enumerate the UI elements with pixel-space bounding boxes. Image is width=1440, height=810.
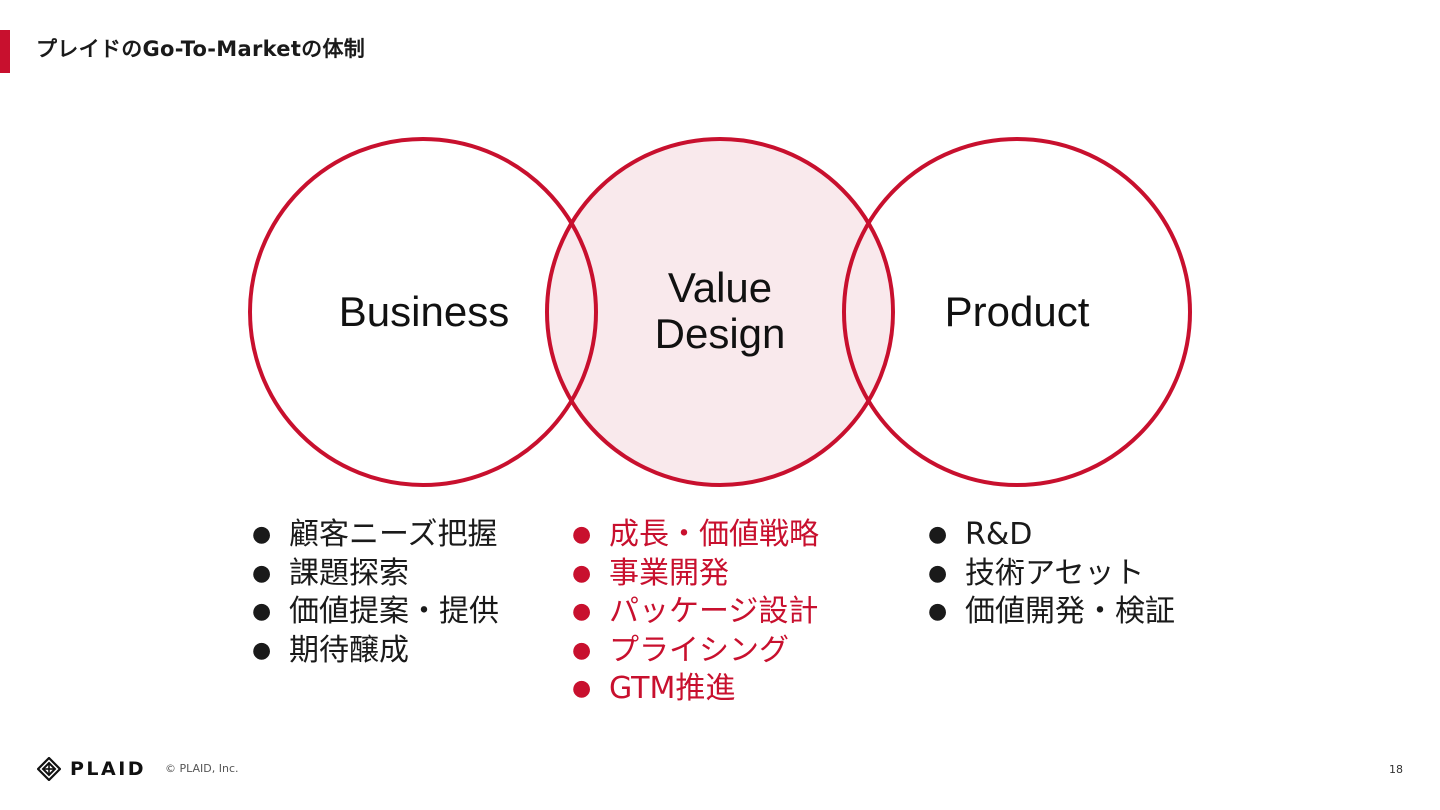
list-item-text: 事業開発: [609, 555, 729, 591]
list-item-text: 技術アセット: [965, 555, 1145, 591]
list-item: ● 事業開発: [572, 555, 819, 594]
page-number: 18: [1389, 763, 1403, 776]
circle-label-product: Product: [944, 288, 1090, 335]
circle-label-business: Business: [338, 288, 510, 335]
list-item: ● 価値開発・検証: [928, 593, 1175, 632]
list-item-text: R&D: [965, 517, 1033, 552]
bullet-icon: ●: [572, 637, 592, 663]
bullet-icon: ●: [928, 522, 948, 547]
list-item-text: パッケージ設計: [609, 594, 819, 629]
list-item: ● 顧客ニーズ把握: [252, 516, 499, 555]
copyright: © PLAID, Inc.: [165, 762, 239, 775]
plaid-diamond-icon: [37, 757, 61, 781]
bullet-icon: ●: [928, 599, 948, 624]
circle-label-value-line1: Value: [667, 264, 773, 311]
business-list: ● 顧客ニーズ把握 ● 課題探索 ● 価値提案・提供 ● 期待醸成: [252, 516, 499, 670]
title-accent-bar: [0, 30, 10, 73]
bullet-icon: ●: [252, 522, 272, 547]
product-list: ● R&D ● 技術アセット ● 価値開発・検証: [928, 516, 1175, 632]
bullet-icon: ●: [572, 676, 592, 701]
list-item: ● 課題探索: [252, 555, 499, 594]
bullet-icon: ●: [572, 560, 592, 586]
circle-product: [842, 137, 1192, 487]
plaid-logo: PLAID: [37, 757, 146, 781]
value-design-list: ● 成長・価値戦略 ● 事業開発 ● パッケージ設計 ● プライシング ● GTM推進: [572, 516, 819, 709]
circle-value-design: [545, 137, 895, 487]
list-item: ● GTM推進: [572, 670, 819, 709]
bullet-icon: ●: [252, 560, 272, 586]
bullet-icon: ●: [928, 560, 948, 586]
bullet-icon: ●: [252, 637, 272, 663]
list-item-text: 期待醸成: [289, 632, 409, 668]
list-item: ● 期待醸成: [252, 632, 499, 671]
logo-text: PLAID: [70, 758, 147, 780]
list-item-text: 価値開発・検証: [965, 594, 1175, 629]
list-item-text: プライシング: [609, 632, 789, 668]
list-item: ● 成長・価値戦略: [572, 516, 819, 555]
page-title: プレイドのGo-To-Marketの体制: [36, 37, 366, 61]
circle-business: [248, 137, 598, 487]
list-item: ● プライシング: [572, 632, 819, 671]
bullet-icon: ●: [572, 599, 592, 624]
list-item-text: 課題探索: [289, 555, 409, 591]
list-item-text: 価値提案・提供: [289, 594, 499, 629]
bullet-icon: ●: [252, 599, 272, 624]
list-item-text: 成長・価値戦略: [609, 517, 819, 552]
list-item: ● 技術アセット: [928, 555, 1175, 594]
list-item-text: GTM推進: [609, 671, 736, 706]
circle-value-design-fill: [547, 139, 893, 485]
bullet-icon: ●: [572, 522, 592, 547]
circle-label-value-line2: Design: [654, 310, 786, 357]
list-item: ● R&D: [928, 516, 1175, 555]
list-item-text: 顧客ニーズ把握: [289, 517, 498, 552]
list-item: ● パッケージ設計: [572, 593, 819, 632]
list-item: ● 価値提案・提供: [252, 593, 499, 632]
circle-label-value-design: Value Design: [620, 265, 820, 357]
